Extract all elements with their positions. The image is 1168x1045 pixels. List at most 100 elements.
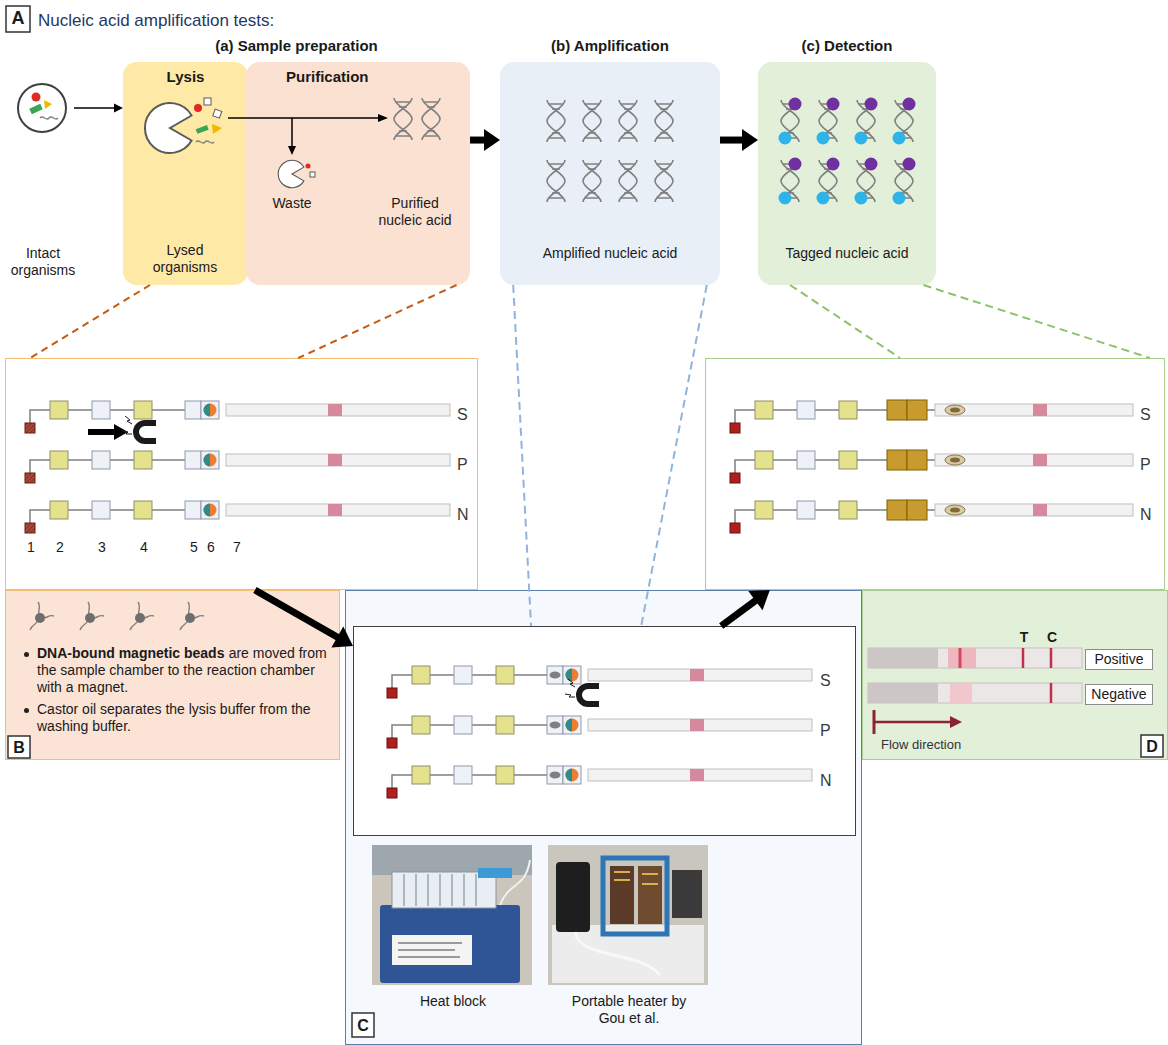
illustration — [565, 679, 599, 704]
intact-organism — [29, 104, 42, 115]
callout-number: 1 — [23, 539, 39, 556]
row-letter: S — [1140, 405, 1156, 424]
panel-letter: C — [352, 1016, 374, 1035]
lysis-illustration — [278, 160, 304, 188]
flow-arrow — [874, 721, 952, 724]
stage-caption: Intact organisms — [7, 245, 79, 279]
row-letter: P — [1140, 455, 1156, 474]
stage-arrow — [720, 129, 758, 151]
text-holder: Amplified nucleic acid — [500, 245, 720, 262]
arrowhead — [484, 129, 500, 151]
lysis-illustration — [291, 118, 293, 147]
text-holder: Nucleic acid amplification tests: — [38, 11, 638, 31]
portable-heater-photo — [603, 858, 667, 934]
stage-caption: Amplified nucleic acid — [500, 245, 720, 262]
text-holder: 5 — [186, 539, 202, 556]
amplification-panel: Heat blockPortable heater by Gou et al.S… — [345, 590, 862, 1045]
chip-panel: SPN1234567 — [5, 358, 478, 590]
arrowhead — [331, 627, 353, 648]
chip-row — [730, 400, 1133, 433]
text-holder: S — [457, 405, 473, 424]
text-holder: Purification — [286, 68, 416, 86]
stage-heading: (a) Sample preparation — [123, 37, 470, 55]
amplified-dna — [655, 100, 673, 142]
chip-row — [25, 401, 450, 433]
step-arrow — [721, 590, 770, 626]
heat-block-photo — [372, 845, 532, 875]
text-holder: C — [352, 1016, 374, 1035]
tagged-dna — [855, 98, 878, 145]
stage-heading: (b) Amplification — [500, 37, 720, 55]
portable-heater-photo — [638, 866, 662, 924]
text-holder: N — [820, 771, 836, 790]
test-strip — [868, 648, 1082, 668]
tagged-dna — [779, 98, 802, 145]
text-holder: 4 — [136, 539, 152, 556]
chip-row — [25, 401, 450, 533]
chip-row — [25, 451, 450, 483]
zoom-line — [30, 285, 150, 358]
text-holder: Waste — [262, 195, 322, 212]
text-holder: 7 — [229, 539, 245, 556]
text-holder: Positive — [1085, 649, 1153, 670]
heat-block-photo — [398, 943, 462, 957]
lysis-illustration — [288, 146, 296, 155]
lysis-illustration — [394, 98, 412, 140]
stage-heading: (c) Detection — [758, 37, 936, 55]
amplified-dna — [583, 160, 601, 202]
chip-row — [730, 400, 1133, 533]
text-holder: T — [1017, 629, 1031, 646]
text-holder: Negative — [1085, 684, 1153, 705]
lysis-illustration — [212, 124, 222, 134]
text-holder: 3 — [94, 539, 110, 556]
step-arrow-line — [255, 590, 339, 638]
text-holder: Flow direction — [881, 737, 1001, 753]
heat-block-photo — [392, 872, 496, 908]
portable-heater-photo — [610, 866, 634, 924]
portable-heater-photo — [575, 932, 660, 975]
portable-heater-photo — [672, 870, 702, 918]
flow-arrow — [874, 710, 962, 734]
heat-block-photo — [380, 905, 520, 983]
text-holder: B — [8, 738, 30, 757]
text-holder: S — [1140, 405, 1156, 424]
lysis-illustration — [194, 104, 202, 112]
row-letter: S — [820, 671, 836, 690]
stage-arrow-line — [470, 137, 486, 144]
callout-number: 4 — [136, 539, 152, 556]
flow-arrow — [950, 716, 962, 728]
amplified-dna — [583, 100, 601, 142]
panel-letter-box — [8, 736, 30, 758]
test-strip — [868, 648, 1082, 668]
text-holder: Lysed organisms — [135, 242, 235, 276]
test-strip — [868, 683, 1082, 703]
text-holder: Tagged nucleic acid — [758, 245, 936, 262]
note-text: Castor oil separates the lysis buffer fr… — [37, 701, 337, 735]
amplified-dna — [547, 100, 565, 142]
tagged-dna — [893, 98, 916, 145]
text-holder: N — [1140, 505, 1156, 524]
process-arrow-line — [74, 107, 115, 109]
line-label: T — [1017, 629, 1031, 646]
organism-icon: Intact organisms — [12, 80, 74, 280]
test-strip — [959, 648, 962, 668]
text-holder: Portable heater by Gou et al. — [569, 993, 689, 1027]
tagged-dna — [817, 98, 840, 145]
intact-organism — [44, 100, 52, 109]
test-strip — [1050, 648, 1053, 668]
tagged-dna — [779, 98, 916, 205]
intact-organism — [32, 93, 41, 102]
zoom-line-line — [298, 285, 456, 358]
panel-letter-box — [352, 1013, 374, 1037]
panel-letter: D — [1141, 737, 1163, 756]
text-holder: D — [1141, 737, 1163, 756]
text-holder: (c) Detection — [758, 37, 936, 55]
bead-icons — [180, 602, 204, 630]
stage-caption: Purified nucleic acid — [370, 195, 460, 229]
lysis-illustration — [213, 109, 222, 118]
arrowhead — [748, 590, 770, 610]
portable-heater-photo — [556, 862, 590, 932]
move-arrow — [88, 424, 128, 440]
arrowhead — [742, 129, 758, 151]
